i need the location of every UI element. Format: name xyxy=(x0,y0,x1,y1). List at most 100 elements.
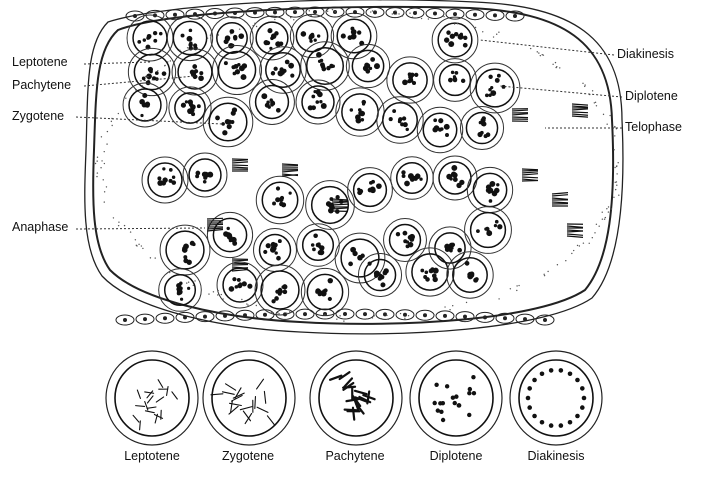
chromosome xyxy=(463,43,468,48)
spindle-fiber xyxy=(572,104,588,105)
chromosome xyxy=(240,407,252,410)
stipple-dot xyxy=(444,306,445,307)
spindle-fiber xyxy=(522,170,538,171)
stipple-dot xyxy=(142,248,143,249)
stipple-dot xyxy=(613,197,614,198)
chromosome xyxy=(435,127,439,131)
stipple-dot xyxy=(530,48,531,49)
stipple-dot xyxy=(604,219,605,220)
stipple-dot xyxy=(594,102,595,103)
chromosome xyxy=(441,401,445,405)
stipple-dot xyxy=(498,298,499,299)
stage-cell-outline xyxy=(510,351,602,445)
chromosome xyxy=(449,177,452,180)
leader-leptotene xyxy=(84,62,150,64)
chromosome xyxy=(361,118,365,122)
stipple-dot xyxy=(213,291,214,292)
chromosome xyxy=(226,384,236,390)
chromosome xyxy=(420,269,424,273)
stipple-dot xyxy=(366,318,367,319)
chromosome xyxy=(183,243,189,249)
caption-pachytene: Pachytene xyxy=(300,449,410,463)
stipple-dot xyxy=(602,212,603,213)
chromosome xyxy=(497,224,502,229)
chromosome xyxy=(162,167,165,170)
sertoli-nucleus xyxy=(163,316,167,320)
stipple-dot xyxy=(443,16,444,17)
stage-cells xyxy=(106,351,602,445)
chromosome xyxy=(445,133,449,137)
chromosome xyxy=(451,71,454,74)
stipple-dot xyxy=(221,294,222,295)
chromosome xyxy=(276,108,281,113)
stipple-dot xyxy=(496,34,497,35)
chromosome xyxy=(247,284,252,289)
stipple-dot xyxy=(327,11,328,12)
stipple-dot xyxy=(579,245,580,246)
chromosome xyxy=(445,247,450,252)
chromosome xyxy=(158,380,163,388)
chromosome xyxy=(460,33,463,36)
stipple-dot xyxy=(97,172,98,173)
chromosome xyxy=(145,411,154,413)
sertoli-nucleus xyxy=(503,316,507,320)
chromosome xyxy=(317,34,320,37)
chromosome xyxy=(376,183,382,189)
stipple-dot xyxy=(145,76,146,77)
chromosome xyxy=(319,100,322,103)
stipple-dot xyxy=(97,157,98,158)
chromosome xyxy=(328,297,332,301)
chromosome xyxy=(495,220,499,224)
spindle-fiber xyxy=(232,260,248,261)
stipple-dot xyxy=(381,318,382,319)
wall-nucleus xyxy=(373,10,377,14)
chromosome xyxy=(392,109,396,113)
stipple-dot xyxy=(136,245,137,246)
sertoli-nucleus xyxy=(363,312,367,316)
chromosome xyxy=(473,278,478,283)
chromosome xyxy=(559,368,564,373)
wall-nucleus xyxy=(153,13,157,17)
chromosome xyxy=(239,282,242,285)
chromosome xyxy=(348,35,353,40)
chromosome xyxy=(389,117,393,121)
stipple-dot xyxy=(439,312,440,313)
stipple-dot xyxy=(241,299,242,300)
chromosome xyxy=(190,241,195,246)
chromosome xyxy=(180,298,183,301)
wall-nucleus xyxy=(173,13,177,17)
chromosome xyxy=(453,75,456,78)
stipple-dot xyxy=(336,318,337,319)
spindle-fiber xyxy=(232,165,248,166)
chromosome xyxy=(272,201,276,205)
stipple-dot xyxy=(409,12,410,13)
chromosome xyxy=(274,296,279,301)
chromosome xyxy=(454,394,458,398)
chromosome xyxy=(476,229,480,233)
spindle-fiber xyxy=(512,110,528,111)
chromosome xyxy=(242,281,247,286)
sertoli-nucleus xyxy=(543,318,547,322)
stipple-dot xyxy=(595,102,596,103)
stipple-dot xyxy=(111,121,112,122)
stipple-dot xyxy=(187,47,188,48)
stipple-dot xyxy=(194,280,195,281)
stipple-dot xyxy=(428,18,429,19)
spindle-fiber xyxy=(522,180,538,181)
stipple-dot xyxy=(615,182,616,183)
chromosome xyxy=(271,33,277,39)
spindle-fiber xyxy=(522,174,538,175)
chromosome xyxy=(335,195,339,199)
spindle-fiber xyxy=(522,172,538,173)
cell-nucleus xyxy=(438,23,472,57)
spindle-fiber xyxy=(332,202,348,203)
stipple-dot xyxy=(170,60,171,61)
stipple-dot xyxy=(186,282,187,283)
chromosome xyxy=(448,41,454,47)
chromosome xyxy=(463,36,467,40)
chromosome xyxy=(222,130,227,135)
chromosome xyxy=(451,165,457,171)
spindle-fiber xyxy=(512,114,528,115)
stipple-dot xyxy=(155,257,156,258)
